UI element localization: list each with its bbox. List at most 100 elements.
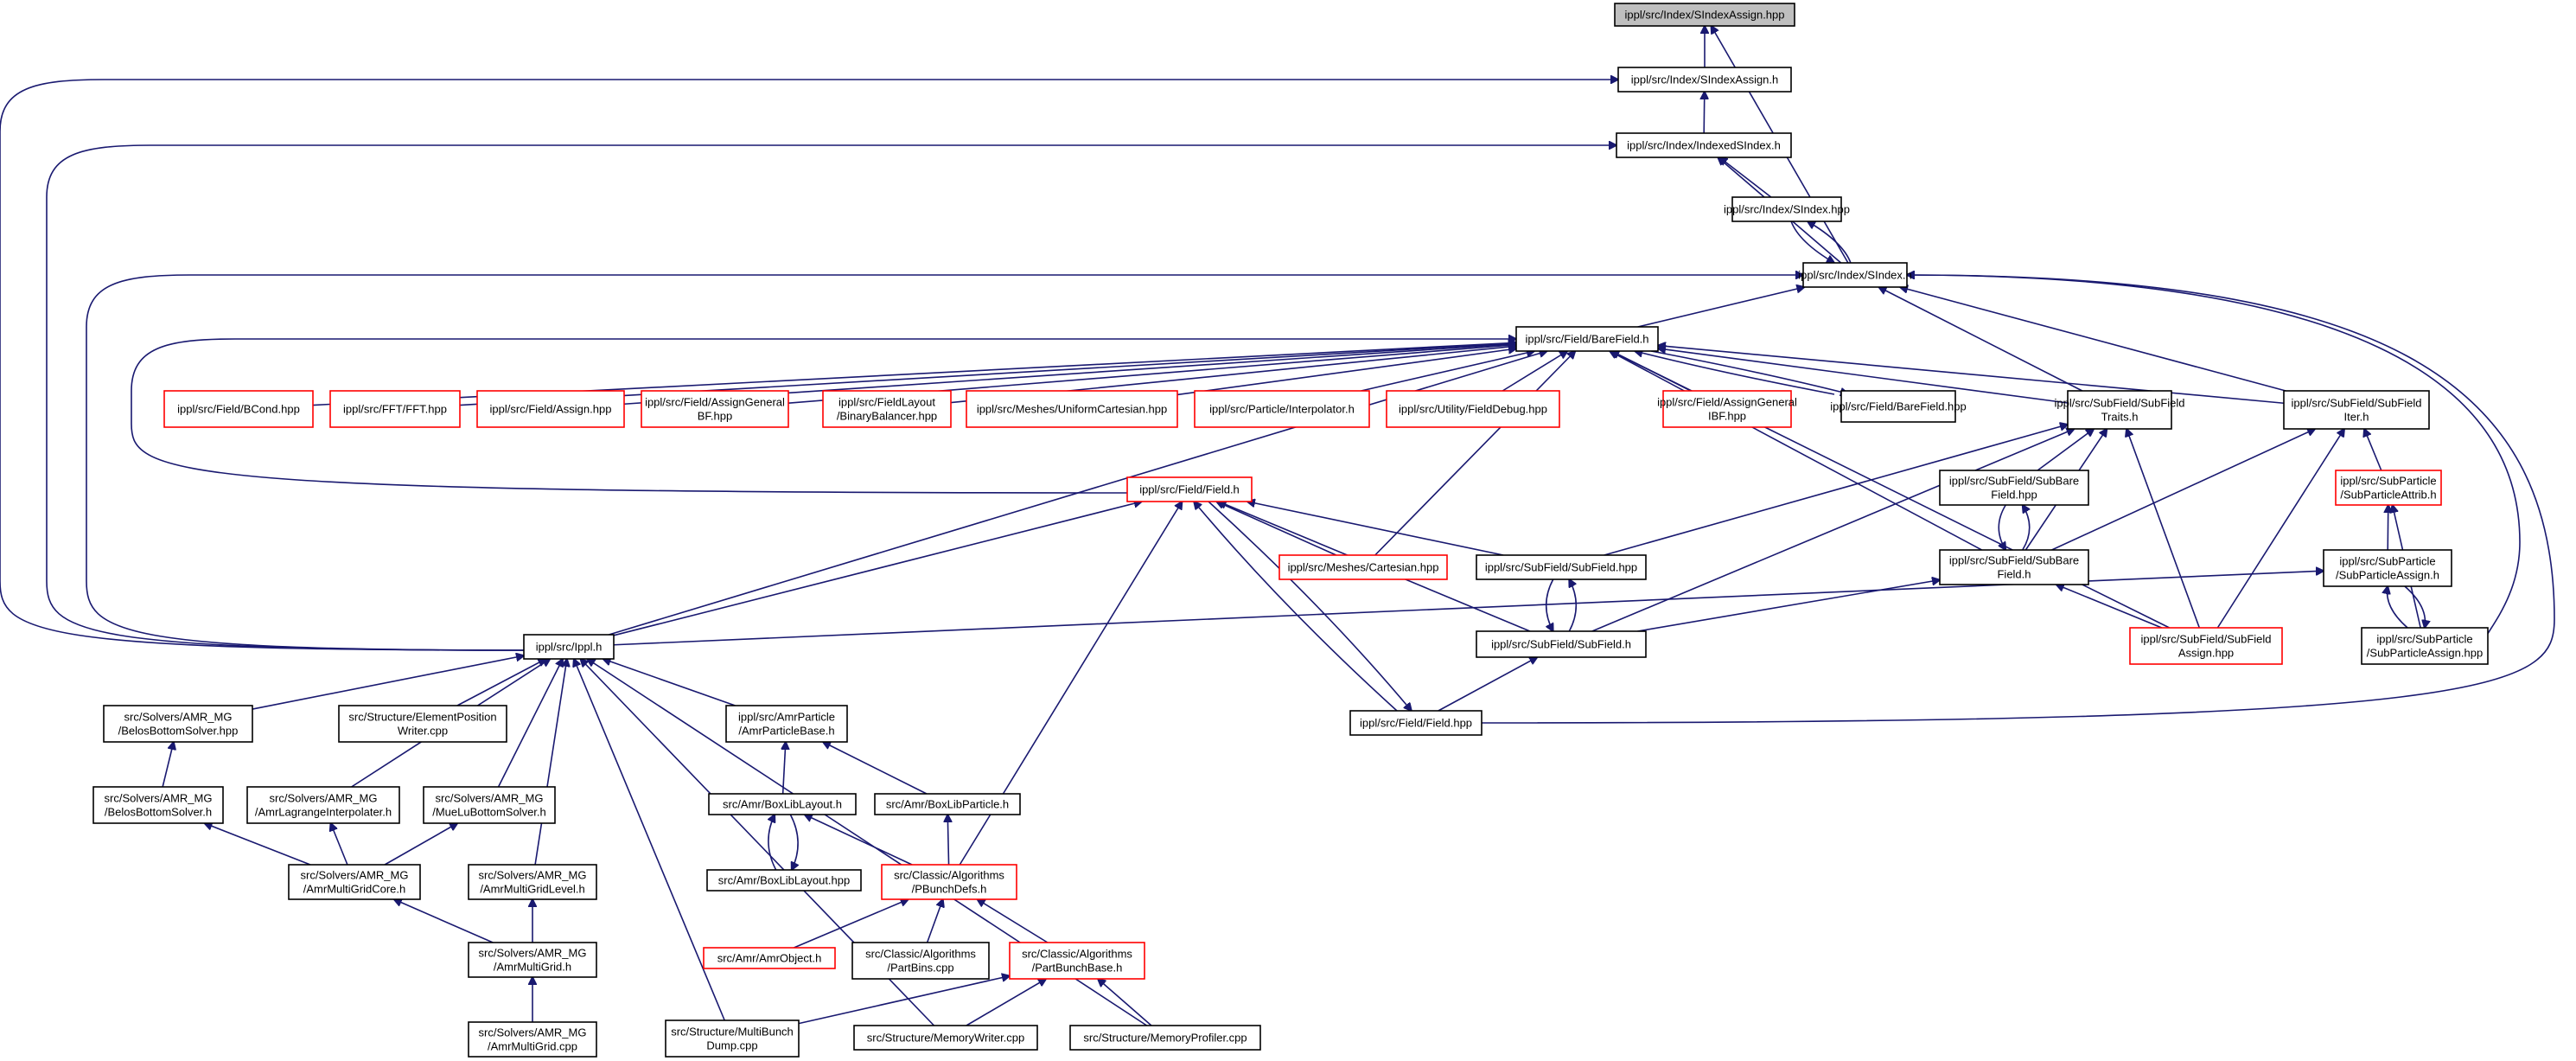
root-file-node: ippl/src/Index/SIndexAssign.hpp [1614, 3, 1795, 27]
dependency-edge [1591, 429, 2075, 632]
dependency-edge [46, 145, 1616, 651]
dependency-edge [2037, 429, 2094, 471]
file-node[interactable]: ippl/src/Meshes/UniformCartesian.hpp [966, 390, 1178, 428]
file-node-label: ippl/src/Index/SIndex.h [1798, 269, 1912, 282]
file-node-label: src/Structure/MemoryWriter.cpp [867, 1032, 1025, 1045]
dependency-edge [1502, 351, 1567, 392]
file-node[interactable]: src/Structure/MemoryWriter.cpp [853, 1025, 1038, 1051]
file-node-label: ippl/src/FieldLayout [838, 396, 935, 409]
dependency-edge [1635, 351, 1835, 395]
file-node-label: src/Structure/MultiBunch [671, 1026, 794, 1039]
file-node[interactable]: src/Solvers/AMR_MG/AmrMultiGrid.cpp [468, 1021, 597, 1058]
file-node[interactable]: ippl/src/Index/SIndex.hpp [1724, 196, 1850, 222]
dependency-edge [252, 655, 524, 710]
file-node-label: /AmrMultiGridCore.h [303, 883, 405, 896]
file-node[interactable]: src/Solvers/AMR_MG/AmrMultiGridCore.h [288, 864, 421, 900]
file-node[interactable]: ippl/src/Field/BareField.h [1515, 326, 1659, 352]
dependency-edge [789, 814, 798, 870]
file-node[interactable]: src/Solvers/AMR_MG/AmrMultiGridLevel.h [468, 864, 597, 900]
file-node[interactable]: ippl/src/SubParticle/SubParticleAssign.h… [2361, 627, 2489, 665]
file-node-label: IBF.hpp [1708, 410, 1746, 423]
dependency-edge [86, 275, 1803, 651]
file-node[interactable]: src/Amr/AmrObject.h [703, 947, 836, 969]
dependency-edge [1637, 580, 1940, 632]
file-node-label: ippl/src/SubField/SubBare [1949, 554, 2079, 567]
file-node[interactable]: src/Classic/Algorithms/PBunchDefs.h [881, 864, 1017, 900]
file-node-label: /SubParticleAssign.h [2336, 569, 2439, 582]
file-node-label: /BelosBottomSolver.hpp [118, 725, 239, 738]
file-node[interactable]: src/Solvers/AMR_MG/AmrMultiGrid.h [468, 942, 597, 978]
file-node[interactable]: ippl/src/Utility/FieldDebug.hpp [1386, 390, 1560, 428]
file-node-label: Dump.cpp [706, 1039, 757, 1052]
dependency-edge [1374, 351, 1576, 556]
file-node-label: src/Structure/ElementPosition [348, 711, 496, 724]
dependency-edge [1719, 157, 1772, 198]
file-node-label: src/Solvers/AMR_MG [436, 792, 544, 805]
file-node-label: ippl/src/SubParticle [2376, 633, 2472, 646]
file-node[interactable]: ippl/src/FFT/FFT.hpp [329, 390, 461, 428]
file-node-label: src/Amr/BoxLibLayout.h [723, 798, 842, 811]
dependency-edge [0, 80, 1618, 651]
file-node-label: Iter.h [2344, 411, 2369, 424]
file-node[interactable]: ippl/src/Index/SIndex.h [1798, 262, 1912, 288]
dependency-edge [205, 823, 311, 866]
file-node-label: ippl/src/SubField/SubField [2140, 633, 2271, 646]
file-node[interactable]: src/Structure/MemoryProfiler.cpp [1069, 1025, 1261, 1051]
file-node-label: src/Classic/Algorithms [894, 869, 1004, 882]
file-node[interactable]: ippl/src/Field/BareField.hpp [1830, 390, 1967, 423]
file-node[interactable]: ippl/src/Field/Field.h [1126, 476, 1253, 502]
file-node[interactable]: ippl/src/FieldLayout/BinaryBalancer.hpp [822, 390, 952, 428]
dependency-edge [574, 659, 725, 1021]
file-node-label: /SubParticleAssign.hpp [2367, 647, 2483, 660]
file-node[interactable]: ippl/src/Field/Assign.hpp [476, 390, 625, 428]
dependency-edge [1878, 287, 2083, 392]
file-node-label: ippl/src/Field/Assign.hpp [490, 403, 612, 416]
file-node-label: ippl/src/Index/SIndexAssign.hpp [1625, 9, 1785, 22]
file-node[interactable]: src/Solvers/AMR_MG/MueLuBottomSolver.h [423, 786, 556, 824]
file-node[interactable]: ippl/src/Meshes/Cartesian.hpp [1278, 554, 1448, 580]
file-node[interactable]: ippl/src/Index/IndexedSIndex.h [1616, 132, 1792, 158]
file-node[interactable]: ippl/src/SubParticle/SubParticleAssign.h [2323, 549, 2452, 587]
file-node-label: /BinaryBalancer.hpp [837, 410, 937, 423]
file-node[interactable]: src/Solvers/AMR_MG/AmrLagrangeInterpolat… [246, 786, 400, 824]
file-node[interactable]: src/Amr/BoxLibLayout.h [708, 793, 857, 815]
file-node[interactable]: ippl/src/SubField/SubField.h [1476, 630, 1647, 658]
file-node-label: ippl/src/Utility/FieldDebug.hpp [1399, 403, 1547, 416]
dependency-edge [2051, 429, 2316, 551]
dependency-edge [1098, 979, 1152, 1026]
dependency-edge [1658, 346, 2285, 405]
file-node[interactable]: src/Amr/BoxLibLayout.hpp [706, 869, 862, 892]
file-node[interactable]: src/Classic/Algorithms/PartBunchBase.h [1009, 942, 1145, 980]
file-node[interactable]: src/Solvers/AMR_MG/BelosBottomSolver.hpp [103, 705, 253, 743]
file-node[interactable]: ippl/src/Field/Field.hpp [1349, 710, 1482, 736]
dependency-edge [1569, 579, 1578, 632]
file-node-label: ippl/src/FFT/FFT.hpp [343, 403, 447, 416]
dependency-edge [966, 979, 1046, 1026]
file-node[interactable]: ippl/src/Particle/Interpolator.h [1194, 390, 1370, 428]
file-node-label: ippl/src/Field/AssignGeneral [1657, 396, 1797, 409]
file-node[interactable]: ippl/src/SubField/SubField.hpp [1476, 554, 1647, 580]
file-node[interactable]: ippl/src/AmrParticle/AmrParticleBase.h [725, 705, 848, 743]
file-node[interactable]: ippl/src/Index/SIndexAssign.h [1617, 67, 1792, 93]
dependency-edge [394, 899, 494, 943]
file-node[interactable]: ippl/src/Ippl.h [523, 634, 615, 660]
file-node[interactable]: src/Amr/BoxLibParticle.h [874, 793, 1021, 815]
file-node[interactable]: ippl/src/SubParticle/SubParticleAttrib.h [2335, 470, 2442, 506]
file-node[interactable]: ippl/src/Field/BCond.hpp [163, 390, 314, 428]
file-node-label: ippl/src/SubField/SubBare [1949, 475, 2079, 488]
file-node[interactable]: src/Solvers/AMR_MG/BelosBottomSolver.h [92, 786, 224, 824]
file-node[interactable]: src/Classic/Algorithms/PartBins.cpp [851, 942, 990, 980]
dependency-edge [926, 899, 943, 943]
file-node-label: Assign.hpp [2178, 647, 2234, 660]
file-node-label: /AmrParticleBase.h [738, 725, 834, 738]
dependency-edge [603, 659, 736, 706]
